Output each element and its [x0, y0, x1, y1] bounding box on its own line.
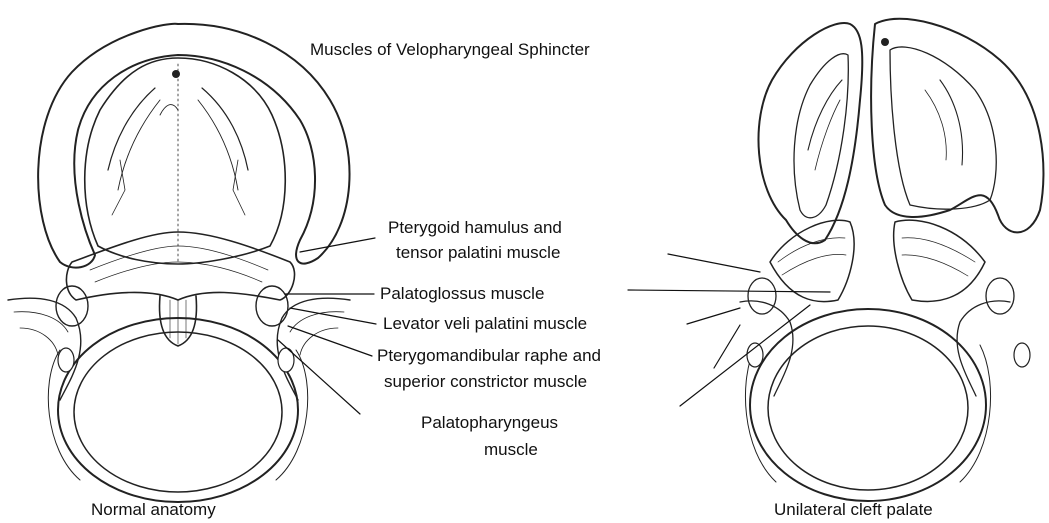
leader-levator-right [687, 308, 740, 324]
label-superior-constrictor: superior constrictor muscle [384, 372, 587, 392]
cleft-palate-drawing [740, 19, 1043, 501]
label-levator-veli-palatini: Levator veli palatini muscle [383, 314, 587, 334]
label-palatopharyngeus-muscle: muscle [484, 440, 538, 460]
leader-pterygoid-right [668, 254, 760, 272]
normal-anatomy-drawing [8, 24, 350, 502]
label-pterygoid-hamulus: Pterygoid hamulus and [388, 218, 562, 238]
caption-normal-anatomy: Normal anatomy [91, 500, 216, 520]
label-palatoglossus: Palatoglossus muscle [380, 284, 544, 304]
label-palatopharyngeus: Palatopharyngeus [421, 413, 558, 433]
figure-title: Muscles of Velopharyngeal Sphincter [310, 40, 590, 60]
leader-levator-left [290, 308, 376, 324]
label-pterygomandibular-raphe: Pterygomandibular raphe and [377, 346, 601, 366]
label-tensor-palatini: tensor palatini muscle [396, 243, 560, 263]
leader-pterygoid-left [300, 238, 375, 252]
leader-ptm-right [714, 325, 740, 368]
leader-palatoglossus-right [628, 290, 830, 292]
caption-unilateral-cleft-palate: Unilateral cleft palate [774, 500, 933, 520]
